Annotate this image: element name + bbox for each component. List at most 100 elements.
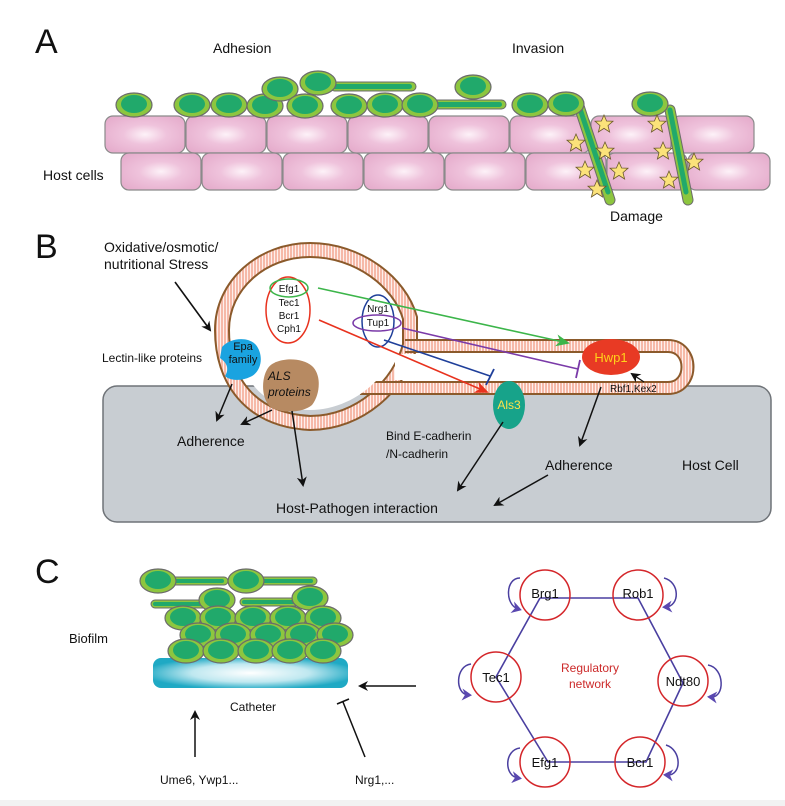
biofilm-hypha — [169, 576, 229, 586]
epa-to-adherence-arrow — [215, 383, 233, 422]
bind-cadherin-line1: Bind E-cadherin — [386, 429, 471, 443]
biofilm-yeast-cell — [167, 638, 205, 664]
rbf1-arrow — [630, 372, 645, 383]
nrg1-represses-als3-line — [383, 339, 491, 377]
host-cell — [687, 152, 771, 191]
panel-a-label: A — [35, 23, 58, 61]
epa-label-line1: Epa — [233, 341, 253, 353]
host-cells-label: Host cells — [43, 167, 104, 183]
yeast-cell — [115, 92, 153, 118]
host-cell — [363, 152, 445, 191]
biofilm-hypha — [239, 597, 307, 607]
als-proteins-blob — [263, 359, 319, 412]
als-label-line2: proteins — [267, 385, 311, 399]
efg1-activates-hwp1-arrow — [317, 287, 570, 347]
biofilm-yeast-cell — [202, 638, 240, 664]
yeast-cell — [511, 92, 549, 118]
adherence-to-interaction-arrow — [493, 474, 549, 506]
yeast-cell — [173, 92, 211, 118]
tf-activates-als3-arrow — [318, 319, 489, 393]
damage-label: Damage — [610, 208, 663, 224]
network-node-bcr1: Bcr1 — [614, 736, 679, 788]
biofilm-yeast-cell — [139, 568, 177, 594]
als-to-adherence-arrow — [240, 409, 273, 426]
catheter-label: Catheter — [230, 700, 276, 714]
host-cell — [347, 115, 429, 154]
bottom-border — [0, 800, 785, 806]
tf-group-red-outline — [265, 276, 311, 344]
epa-family-protein — [220, 339, 261, 380]
repressors-label: Nrg1,... — [355, 773, 394, 787]
network-title-line2: network — [569, 677, 612, 691]
yeast-cell — [366, 92, 404, 118]
adherence-right-label: Adherence — [545, 457, 613, 473]
als3-label: Als3 — [497, 398, 521, 412]
tf-efg1: Efg1 — [279, 284, 300, 295]
host-cell — [671, 115, 755, 154]
host-cell — [282, 152, 364, 191]
svg-text:Brg1: Brg1 — [531, 586, 558, 601]
host-cell — [104, 115, 186, 154]
regulatory-network: Brg1 Rob1 Ndt80 Bcr1 Efg1 — [457, 569, 722, 788]
hypha — [429, 99, 507, 110]
host-cell — [444, 152, 526, 191]
invading-hypha — [572, 97, 616, 206]
biofilm-label: Biofilm — [69, 631, 108, 646]
panel-c: C Biofilm Catheter — [35, 553, 722, 788]
repressor-bar — [336, 698, 350, 705]
adhesion-label: Adhesion — [213, 40, 271, 56]
host-cell-label: Host Cell — [682, 457, 739, 473]
panel-c-label: C — [35, 553, 60, 591]
yeast-cell — [547, 91, 585, 117]
lectin-like-label: Lectin-like proteins — [102, 351, 202, 365]
hwp1-to-adherence-arrow — [578, 386, 602, 447]
repressor-line — [342, 701, 366, 758]
hwp1-label: Hwp1 — [594, 350, 627, 365]
adherence-left-label: Adherence — [177, 433, 245, 449]
bind-cadherin-line2: /N-cadherin — [386, 447, 448, 461]
yeast-cell — [631, 91, 669, 117]
als-to-interaction-arrow — [291, 410, 307, 487]
catheter — [153, 658, 348, 688]
als3-protein — [493, 381, 525, 429]
efg1-green-outline — [269, 278, 309, 298]
panel-b-label: B — [35, 228, 58, 266]
network-node-tec1: Tec1 — [457, 651, 522, 703]
panel-b: B Oxidative/osmotic/ nutritional Stress … — [35, 228, 772, 523]
biofilm-yeast-cell — [304, 638, 342, 664]
yeast-cell — [401, 92, 439, 118]
svg-text:Tec1: Tec1 — [482, 670, 509, 685]
biofilm-yeast-cell — [271, 638, 309, 664]
host-cell — [428, 115, 510, 154]
network-node-brg1: Brg1 — [507, 569, 571, 621]
biofilm-yeast-cell — [237, 638, 275, 664]
invading-hypha — [664, 104, 694, 206]
yeast-cell — [286, 93, 324, 119]
network-node-rob1: Rob1 — [612, 569, 677, 621]
tup1-repress-bar — [575, 359, 581, 379]
network-node-efg1: Efg1 — [507, 736, 571, 788]
host-cell — [185, 115, 267, 154]
tup1-purple-outline — [352, 314, 402, 332]
host-pathogen-interaction-label: Host-Pathogen interaction — [276, 500, 438, 516]
stress-label-line1: Oxidative/osmotic/ — [104, 239, 218, 255]
epa-label-line2: family — [229, 354, 258, 366]
svg-text:Rob1: Rob1 — [622, 586, 653, 601]
host-cell — [201, 152, 283, 191]
tf-tec1: Tec1 — [278, 298, 300, 309]
als-label-line1: ALS — [267, 369, 291, 383]
stress-label-line2: nutritional Stress — [104, 256, 208, 272]
hypha — [329, 81, 417, 92]
network-edges — [495, 597, 684, 763]
tf-bcr1: Bcr1 — [279, 311, 300, 322]
svg-text:Bcr1: Bcr1 — [627, 755, 654, 770]
yeast-cell — [210, 92, 248, 118]
svg-text:Ndt80: Ndt80 — [666, 674, 701, 689]
network-node-ndt80: Ndt80 — [657, 655, 722, 707]
yeast-cell — [330, 93, 368, 119]
activators-label: Ume6, Ywp1... — [160, 773, 238, 787]
tup1-represses-hwp1-line — [401, 327, 579, 370]
hwp1-protein — [582, 339, 640, 375]
als3-to-interaction-arrow — [456, 421, 504, 492]
